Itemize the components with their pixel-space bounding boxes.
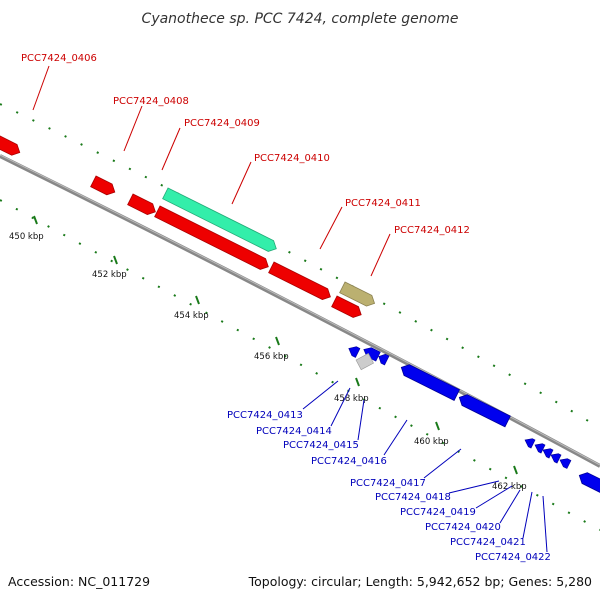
leader-line (123, 105, 143, 152)
leader-line (542, 495, 548, 553)
major-tick-452 (113, 255, 118, 265)
reverse-labels: PCC7424_0413 PCC7424_0414 PCC7424_0415 P… (227, 380, 551, 563)
gene-label-reverse[interactable]: PCC7424_0414 (256, 426, 332, 437)
gene-label-reverse[interactable]: PCC7424_0417 (350, 478, 426, 489)
gene-label-forward[interactable]: PCC7424_0408 (113, 96, 189, 107)
major-tick-460 (435, 421, 440, 431)
gene-arrow[interactable] (377, 352, 390, 366)
leader-line (302, 380, 339, 410)
gene-arrow[interactable] (577, 470, 600, 500)
gene-arrow[interactable] (457, 392, 511, 428)
gene-arrow[interactable] (355, 353, 374, 371)
genome-backbone (0, 154, 600, 468)
gene-arrow[interactable] (347, 344, 361, 358)
gene-label-reverse[interactable]: PCC7424_0420 (425, 522, 501, 533)
major-tick-458 (355, 377, 360, 387)
gene-label-forward[interactable]: PCC7424_0412 (394, 225, 470, 236)
gene-arrow[interactable] (541, 446, 554, 459)
scale-labels: 450 kbp 452 kbp 454 kbp 456 kbp 458 kbp … (9, 232, 527, 492)
leader-line (357, 399, 365, 441)
gene-arrow[interactable] (127, 193, 158, 217)
leader-line (423, 448, 462, 479)
gene-arrow[interactable] (268, 261, 333, 302)
leader-line (32, 65, 50, 111)
leader-line (383, 419, 408, 456)
gene-arrow[interactable] (549, 451, 562, 464)
leader-line (475, 485, 513, 509)
gene-arrow[interactable] (558, 456, 572, 469)
leader-line (499, 489, 521, 524)
major-tick-456 (275, 336, 280, 346)
gene-label-forward[interactable]: PCC7424_0409 (184, 118, 260, 129)
tick-rows (0, 103, 600, 531)
gene-arrow[interactable] (331, 295, 364, 320)
genome-summary-text: Topology: circular; Length: 5,942,652 bp… (248, 574, 592, 589)
gene-arrow[interactable] (523, 436, 536, 449)
scale-label: 456 kbp (254, 352, 289, 362)
gene-label-reverse[interactable]: PCC7424_0416 (311, 456, 387, 467)
leader-line (330, 387, 351, 427)
leader-line (522, 491, 533, 539)
gene-label-reverse[interactable]: PCC7424_0421 (450, 537, 526, 548)
leader-line (370, 233, 391, 277)
major-tick-450 (33, 215, 38, 225)
gene-label-reverse[interactable]: PCC7424_0422 (475, 552, 551, 563)
scale-label: 454 kbp (174, 311, 209, 321)
gene-arrow[interactable] (533, 441, 546, 454)
scale-label: 458 kbp (334, 394, 369, 404)
map-title: Cyanothece sp. PCC 7424, complete genome (142, 11, 459, 27)
gene-label-forward[interactable]: PCC7424_0406 (21, 53, 97, 64)
gene-label-reverse[interactable]: PCC7424_0415 (283, 440, 359, 451)
forward-strand (0, 131, 378, 320)
gene-arrow[interactable] (154, 205, 271, 272)
major-tick-462 (513, 465, 518, 475)
leader-line (231, 161, 252, 205)
scale-label: 452 kbp (92, 270, 127, 280)
major-tick-454 (195, 295, 200, 305)
reverse-strand (347, 344, 600, 500)
forward-labels: PCC7424_0406 PCC7424_0408 PCC7424_0409 P… (21, 53, 470, 277)
gene-label-reverse[interactable]: PCC7424_0418 (375, 492, 451, 503)
gene-arrow[interactable] (0, 131, 22, 158)
genome-backbone-highlight (0, 154, 600, 466)
gene-label-forward[interactable]: PCC7424_0410 (254, 153, 330, 164)
gene-arrow[interactable] (90, 175, 118, 197)
scale-label: 460 kbp (414, 437, 449, 447)
gene-arrow[interactable] (162, 187, 279, 254)
gene-arrow[interactable] (339, 281, 378, 309)
gene-label-reverse[interactable]: PCC7424_0419 (400, 507, 476, 518)
gene-label-reverse[interactable]: PCC7424_0413 (227, 410, 303, 421)
leader-line (448, 480, 500, 494)
scale-label: 450 kbp (9, 232, 44, 242)
leader-line (161, 127, 181, 171)
gene-label-forward[interactable]: PCC7424_0411 (345, 198, 421, 209)
scale-label: 462 kbp (492, 482, 527, 492)
accession-text: Accession: NC_011729 (8, 574, 150, 589)
inner-tick-row (0, 199, 600, 531)
leader-line (319, 206, 343, 250)
gene-arrow[interactable] (399, 362, 461, 401)
